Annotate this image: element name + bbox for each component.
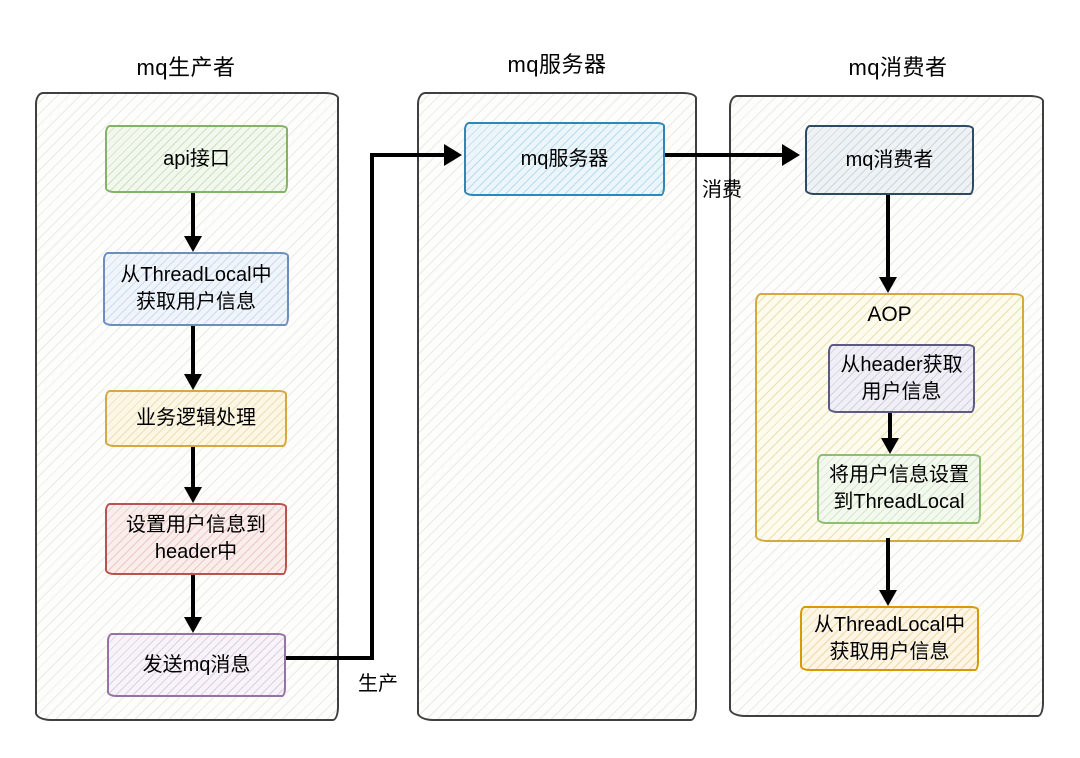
arrow-header-to-set-threadlocal bbox=[881, 409, 899, 454]
produce-edge-arrowhead bbox=[444, 144, 462, 166]
server-lane-frame bbox=[417, 92, 697, 721]
consumer-lane-title: mq消费者 bbox=[848, 55, 948, 80]
node-get-user-from-threadlocal: 从ThreadLocal中 获取用户信息 bbox=[103, 252, 289, 326]
producer-lane-title: mq生产者 bbox=[136, 55, 236, 80]
aop-group: AOP 从header获取 用户信息 将用户信息设置 到ThreadLocal bbox=[755, 293, 1024, 542]
produce-edge-segment-1 bbox=[283, 656, 374, 660]
arrow-aop-to-get-threadlocal bbox=[879, 538, 897, 606]
node-mq-server: mq服务器 bbox=[464, 122, 665, 196]
server-lane-title: mq服务器 bbox=[507, 52, 607, 77]
node-consumer-get-user-from-threadlocal: 从ThreadLocal中 获取用户信息 bbox=[800, 606, 979, 671]
aop-group-label: AOP bbox=[867, 303, 912, 326]
produce-edge-segment-2 bbox=[370, 153, 374, 660]
node-get-user-from-header: 从header获取 用户信息 bbox=[828, 344, 975, 413]
arrow-api-to-get-threadlocal bbox=[184, 189, 202, 252]
node-mq-consumer: mq消费者 bbox=[805, 125, 974, 195]
node-api-interface: api接口 bbox=[105, 125, 288, 193]
consume-edge-label: 消费 bbox=[702, 179, 742, 201]
node-set-user-to-threadlocal: 将用户信息设置 到ThreadLocal bbox=[817, 454, 981, 524]
produce-edge-label: 生产 bbox=[358, 673, 398, 695]
consume-edge-arrowhead bbox=[782, 144, 800, 166]
consume-edge-segment bbox=[661, 153, 784, 157]
node-send-mq-message: 发送mq消息 bbox=[107, 633, 286, 697]
arrow-business-to-set-header bbox=[184, 443, 202, 503]
node-business-logic: 业务逻辑处理 bbox=[105, 390, 287, 447]
arrow-threadlocal-to-business bbox=[184, 322, 202, 390]
node-set-user-to-header: 设置用户信息到 header中 bbox=[105, 503, 287, 575]
arrow-header-to-send-mq bbox=[184, 571, 202, 633]
arrow-consumer-to-aop bbox=[879, 191, 897, 293]
produce-edge-segment-3 bbox=[372, 153, 446, 157]
